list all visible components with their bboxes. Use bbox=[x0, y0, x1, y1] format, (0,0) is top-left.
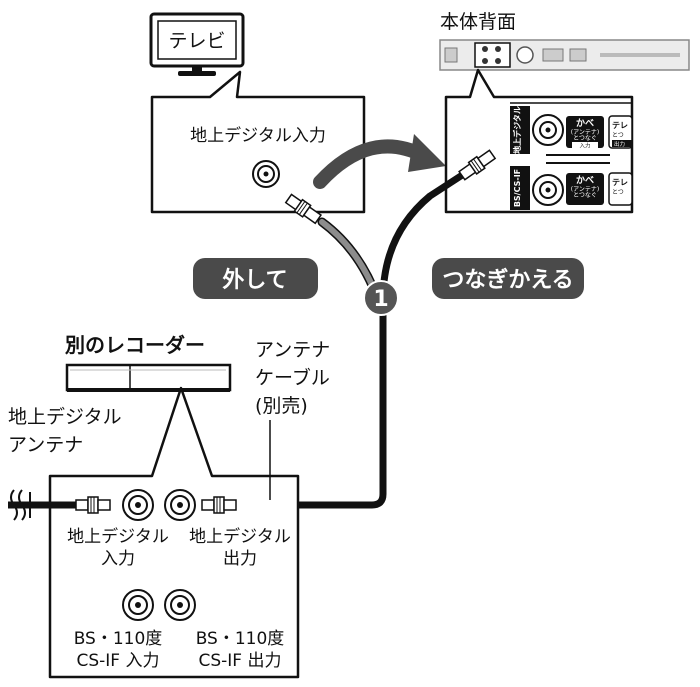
antenna-label-2: アンテナ bbox=[8, 434, 83, 456]
bs-out-label-1: BS・110度 bbox=[196, 629, 285, 649]
bs-out-label-2: CS-IF 出力 bbox=[199, 651, 282, 671]
panel-to-top: とつ bbox=[612, 132, 624, 139]
bs-in-label-2: CS-IF 入力 bbox=[77, 651, 160, 671]
panel-antenna-bottom-2: とつなぐ bbox=[573, 192, 597, 199]
other-recorder-callout bbox=[48, 386, 300, 679]
reconnect-arrow bbox=[313, 134, 446, 189]
other-recorder-title: 別のレコーダー bbox=[65, 333, 205, 357]
tv-label: テレビ bbox=[168, 30, 225, 52]
unit-rear-icon bbox=[439, 39, 690, 71]
recorder-output-plug bbox=[201, 496, 237, 514]
remove-pill: 外して bbox=[193, 258, 318, 299]
step-number: 1 bbox=[373, 287, 388, 312]
panel-bscs-vertical: BS/CS-IF bbox=[513, 169, 522, 207]
panel-terrestrial-vertical: 地上デジタル bbox=[512, 106, 522, 154]
tv-icon: テレビ bbox=[149, 12, 245, 76]
connected-plug bbox=[458, 149, 497, 181]
terrestrial-out-label-1: 地上デジタル bbox=[189, 526, 291, 547]
panel-kabe-top: かべ bbox=[576, 118, 594, 129]
recorder-terrestrial-out-jack bbox=[164, 489, 196, 521]
reconnect-pill: つなぎかえる bbox=[432, 258, 584, 299]
rear-panel-callout: 地上デジタル BS/CS-IF かべ (アンテナ) とつなぐ 入力 かべ (アン… bbox=[444, 68, 634, 214]
removed-plug bbox=[284, 193, 323, 225]
cable-label-1: アンテナ bbox=[255, 339, 330, 361]
panel-kabe-bottom: かべ bbox=[576, 175, 594, 186]
recorder-bs-out-jack bbox=[164, 589, 196, 621]
panel-input-top: 入力 bbox=[579, 142, 590, 150]
cable-label-3: (別売) bbox=[255, 395, 308, 417]
panel-tv-top: テレ bbox=[612, 121, 628, 130]
panel-to-bottom: とつ bbox=[612, 189, 624, 196]
panel-antenna-top-2: とつなぐ bbox=[573, 135, 597, 142]
recorder-terrestrial-in-jack bbox=[122, 489, 154, 521]
tv-antenna-jack bbox=[252, 160, 280, 188]
cable-label-2: ケーブル bbox=[255, 366, 330, 389]
recorder-input-plug bbox=[75, 496, 111, 514]
terrestrial-in-label-1: 地上デジタル bbox=[67, 526, 169, 547]
recorder-bs-in-jack bbox=[122, 589, 154, 621]
antenna-label-1: 地上デジタル bbox=[8, 406, 122, 428]
bs-in-label-1: BS・110度 bbox=[74, 629, 163, 649]
panel-out-top: 出力 bbox=[614, 140, 625, 148]
remove-label: 外して bbox=[222, 267, 287, 293]
panel-tv-bottom: テレ bbox=[612, 178, 628, 187]
other-recorder-icon bbox=[65, 363, 232, 392]
tv-input-label: 地上デジタル入力 bbox=[190, 125, 326, 146]
terrestrial-in-label-2: 入力 bbox=[101, 549, 135, 569]
step-number-badge: 1 bbox=[363, 280, 399, 316]
antenna-input-cable bbox=[8, 489, 85, 521]
terrestrial-out-label-2: 出力 bbox=[223, 549, 257, 569]
tv-callout: 地上デジタル入力 bbox=[150, 70, 366, 214]
panel-antenna-top-1: (アンテナ) bbox=[571, 129, 599, 136]
panel-antenna-bottom-1: (アンテナ) bbox=[571, 186, 599, 193]
rear-panel-label: 本体背面 bbox=[440, 11, 516, 33]
reconnect-label: つなぎかえる bbox=[442, 267, 573, 293]
